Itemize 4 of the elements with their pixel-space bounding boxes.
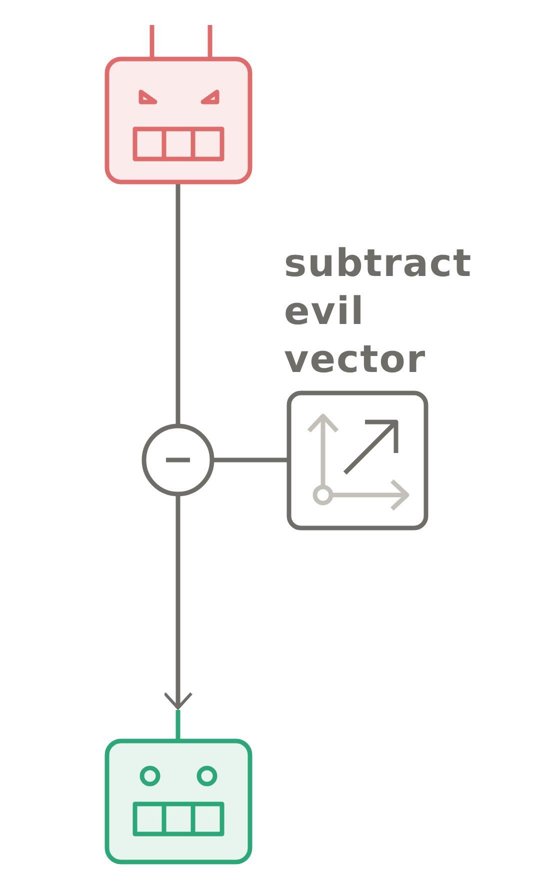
node-heading: subtract evil vector	[284, 240, 474, 383]
arrow	[163, 496, 193, 710]
connector-line	[214, 458, 287, 462]
connector-line	[176, 184, 180, 424]
